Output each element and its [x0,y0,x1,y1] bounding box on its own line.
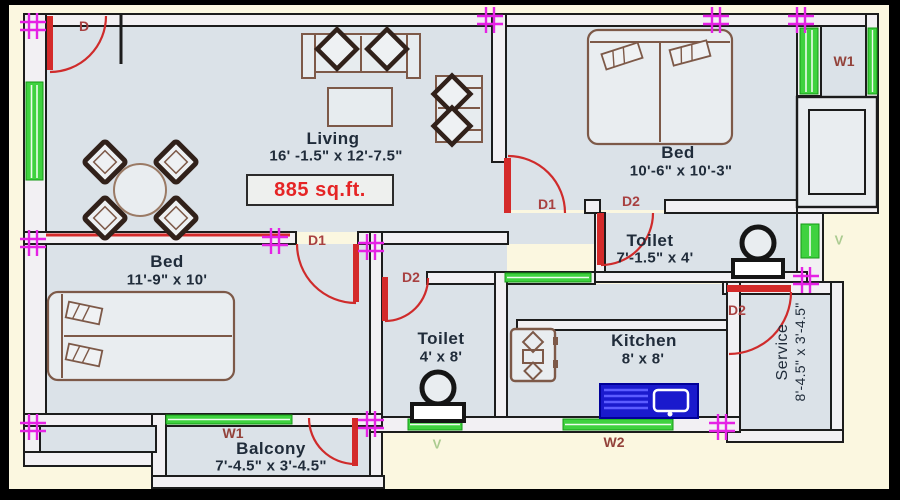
window-w2-label: W2 [603,434,625,450]
bed-top-label: Bed [661,143,695,162]
bed-top-dimension: 10'-6" x 10'-3" [629,162,733,180]
door-main [47,15,108,74]
window-w1-balcony-label: W1 [222,425,244,441]
door-d2-toilet-top [597,212,655,267]
service-label: Service [774,323,791,381]
door-d2-service-label: D2 [728,302,746,318]
toilet-top-dimension: 7'-1.5" x 4' [616,249,694,267]
sofa-top [301,26,421,79]
wardrobe [795,95,879,209]
window-w1-right-label: W1 [833,53,855,69]
main-door-label: D [78,18,90,34]
balcony-label: Balcony [236,439,306,458]
bed-bottom-label: Bed [150,252,184,271]
vent-right-label: V [834,232,844,248]
bed-top-icon [586,28,734,146]
toilet-bottom-dimension: 4' x 8' [419,348,463,366]
toilet-top-label: Toilet [626,231,674,250]
service-label-block: Service 8'-4.5" x 3'-4.5" [769,272,813,432]
door-d2-toilet-bottom [382,277,430,323]
coffee-table [327,87,393,127]
service-dimension: 8'-4.5" x 3'-4.5" [792,302,809,402]
frame-left [0,0,9,500]
door-d2-toilet-bottom-label: D2 [402,269,420,285]
toilet-bottom-wc-icon [410,369,466,423]
windows-green [25,27,878,431]
door-d2-toilet-top-label: D2 [622,193,640,209]
total-area-badge: 885 sq.ft. [246,174,394,206]
vent-corridor-kitchen [504,272,592,283]
door-d1-bottom-label: D1 [308,232,326,248]
kitchen-dimension: 8' x 8' [621,350,665,368]
sofa-right [430,72,483,148]
door-d1-top-label: D1 [538,196,556,212]
balcony-dimension: 7'-4.5" x 3'-4.5" [215,457,327,475]
bed-bottom-icon [46,290,236,382]
furniture [46,26,879,423]
door-d1-bed-top [504,154,567,214]
kitchen-sink-icon [599,383,699,419]
window-left [25,81,44,181]
frame-right [889,0,900,500]
dining-set [82,139,199,241]
doors-red [46,15,793,466]
toilet-top-wc-icon [731,224,785,279]
kitchen-label: Kitchen [611,331,677,350]
window-w2-kitchen [562,418,674,431]
door-d2-service [727,285,793,356]
window-w1-top-right [799,27,878,95]
door-d1-bed-bottom [295,243,359,305]
stove-icon [509,327,558,383]
frame-bottom [0,489,900,500]
window-w1-balcony [165,414,293,425]
frame-top [0,0,900,5]
living-room-label: Living [306,129,360,148]
toilet-bottom-label: Toilet [417,329,465,348]
door-balcony [307,417,358,466]
bed-bottom-dimension: 11'-9" x 10' [126,271,208,289]
vent-bottom-label: V [432,436,442,452]
walls [23,13,879,489]
living-room-dimension: 16' -1.5" x 12'-7.5" [269,147,403,165]
vent-right [800,223,820,259]
